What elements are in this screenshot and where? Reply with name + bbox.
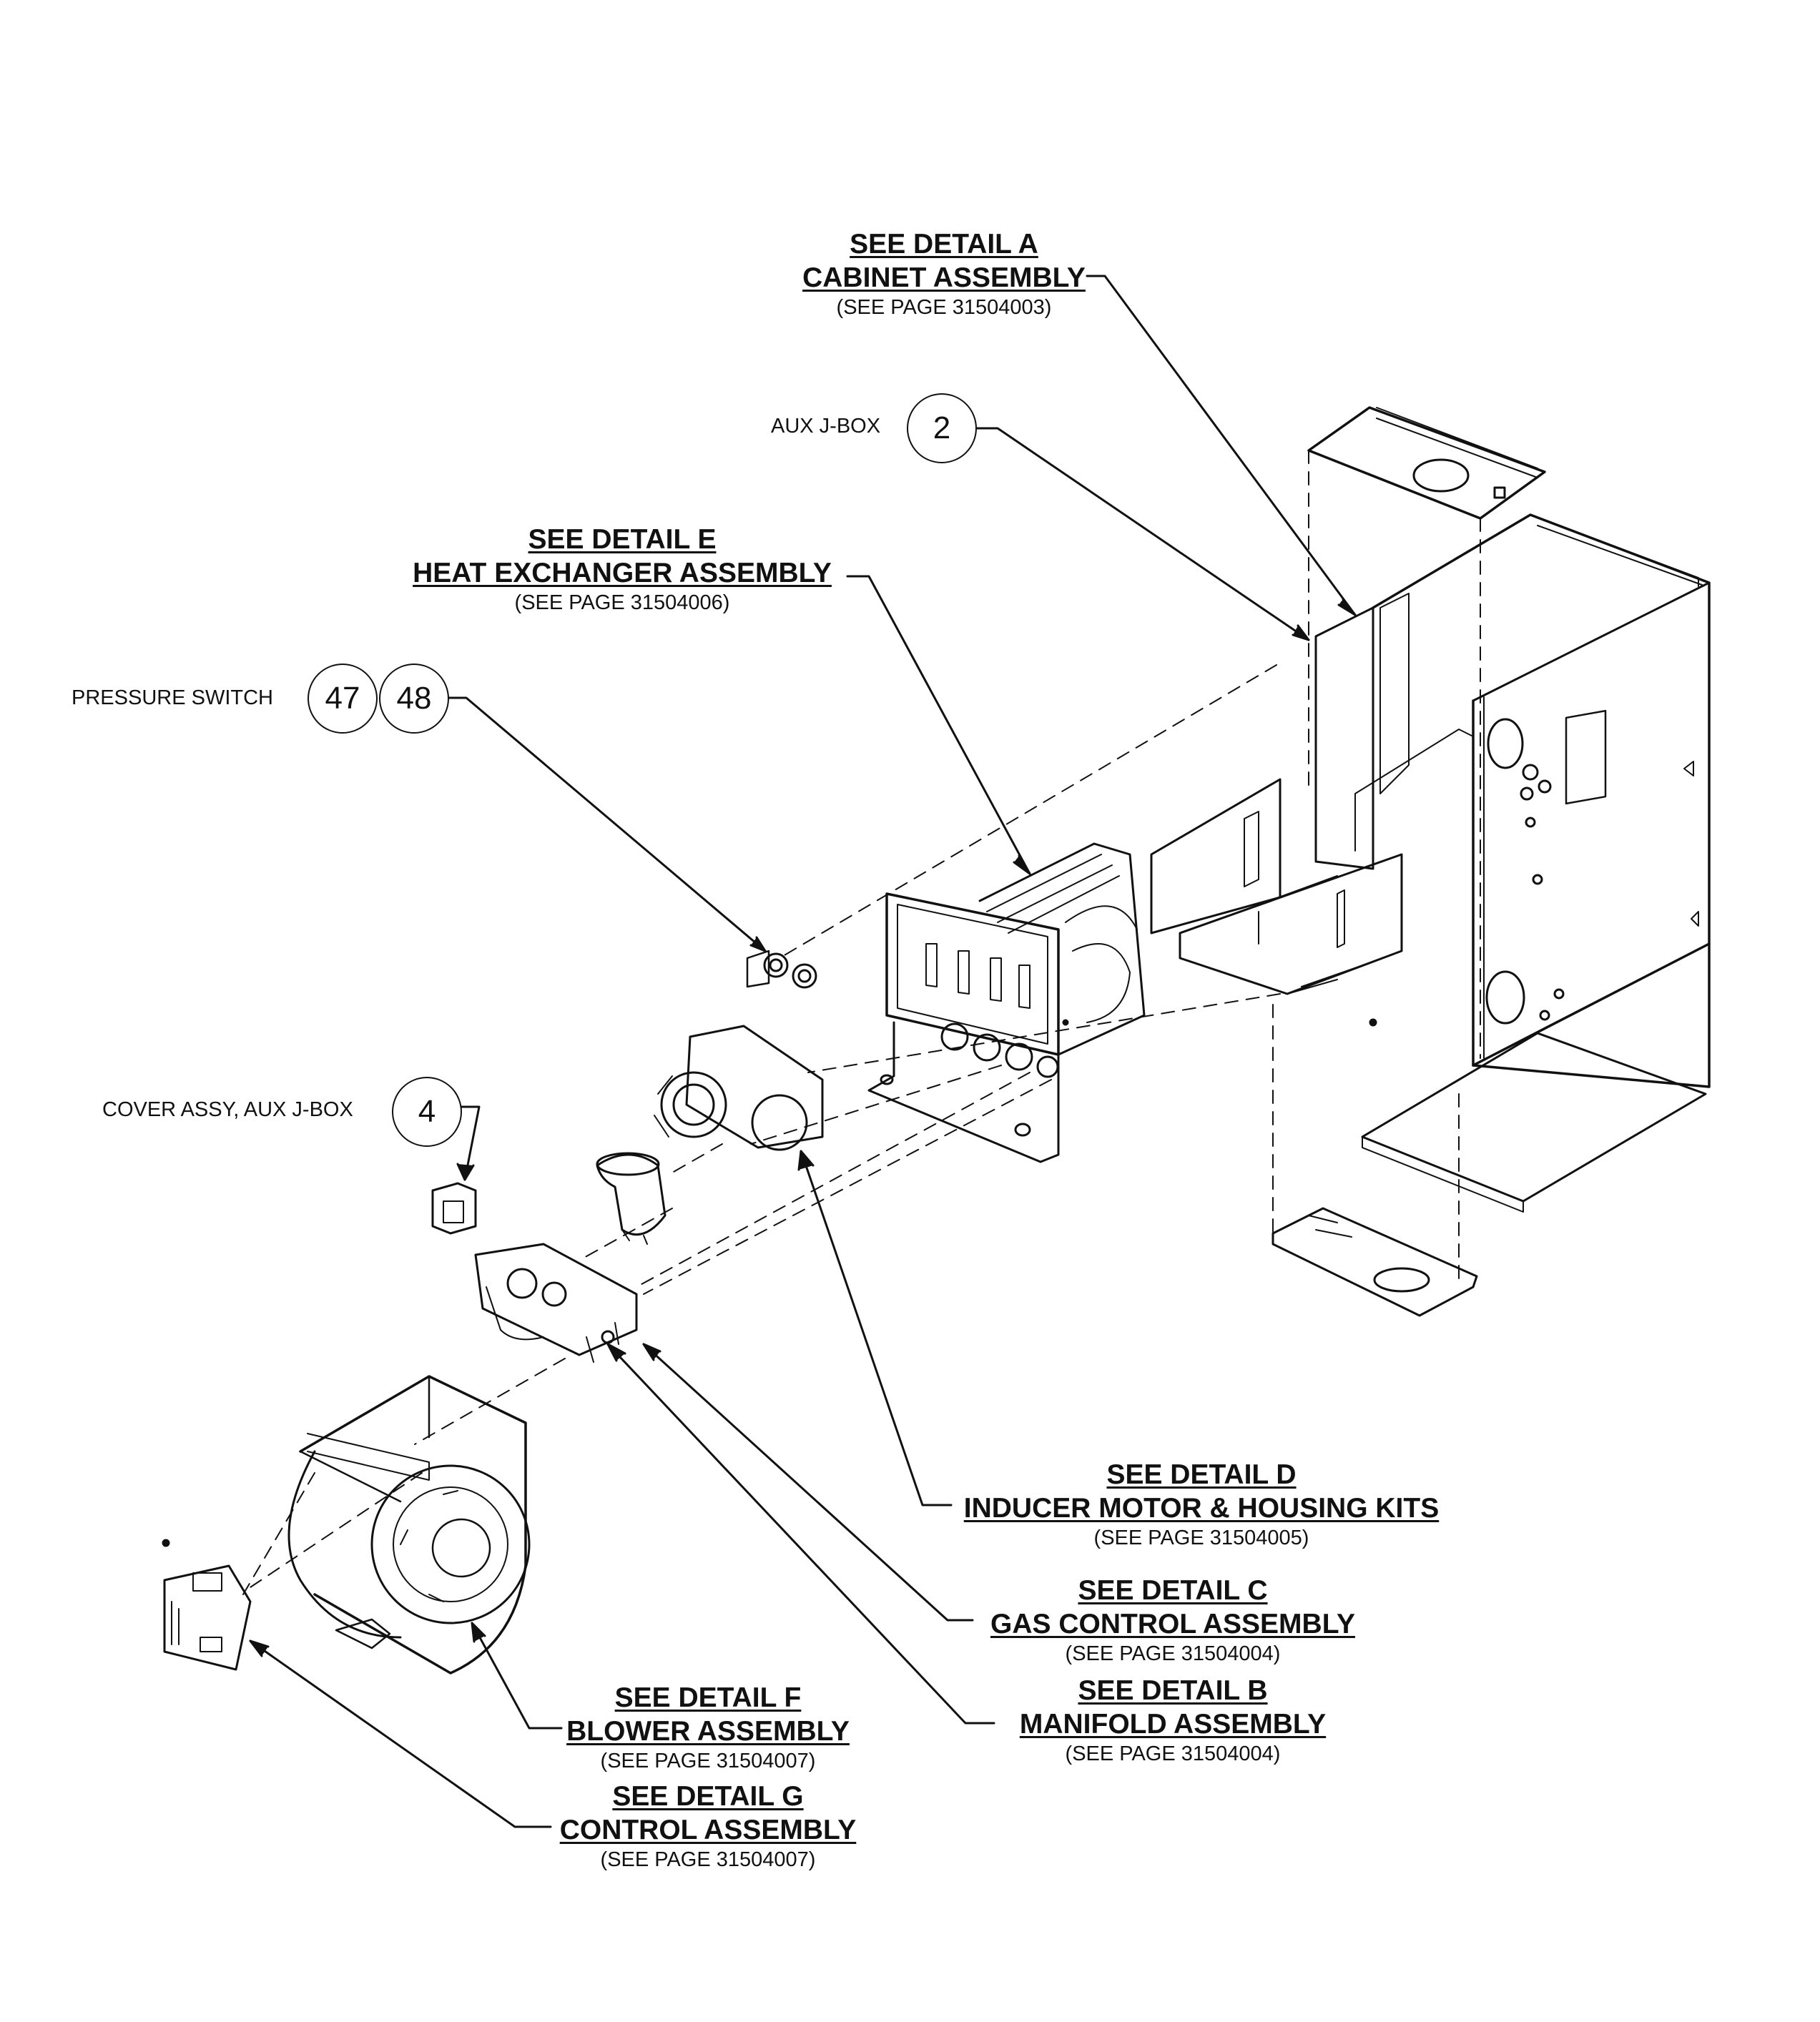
callout-detail-a-page: (SEE PAGE 31504003) xyxy=(836,296,1052,319)
callout-detail-e-page: (SEE PAGE 31504006) xyxy=(514,591,730,614)
callout-detail-c-title: SEE DETAIL C xyxy=(1078,1575,1268,1606)
callout-detail-d-name: INDUCER MOTOR & HOUSING KITS xyxy=(963,1493,1440,1524)
callout-detail-b-title: SEE DETAIL B xyxy=(1078,1675,1268,1706)
callout-detail-d-page: (SEE PAGE 31504005) xyxy=(1093,1527,1309,1549)
gas-control-drawing xyxy=(474,1243,638,1363)
control-board-drawing xyxy=(162,1539,252,1671)
jbox-cover-drawing xyxy=(431,1182,477,1235)
callout-detail-a: SEE DETAIL A CABINET ASSEMBLY (SEE PAGE … xyxy=(801,230,1087,318)
callout-detail-g-title: SEE DETAIL G xyxy=(612,1781,804,1812)
callout-detail-f-page: (SEE PAGE 31504007) xyxy=(600,1750,816,1772)
callout-detail-a-title: SEE DETAIL A xyxy=(850,229,1038,260)
callout-detail-f-name: BLOWER ASSEMBLY xyxy=(566,1716,850,1747)
callout-detail-b-name: MANIFOLD ASSEMBLY xyxy=(1019,1709,1327,1740)
callout-detail-a-name: CABINET ASSEMBLY xyxy=(802,262,1086,293)
pressure-switch-label: PRESSURE SWITCH xyxy=(72,686,273,709)
callout-detail-c-name: GAS CONTROL ASSEMBLY xyxy=(990,1609,1355,1639)
callout-detail-c-page: (SEE PAGE 31504004) xyxy=(1065,1642,1281,1665)
blower-drawing xyxy=(287,1375,531,1675)
heat-exchanger-drawing xyxy=(867,778,1403,1163)
part-number-48: 48 xyxy=(396,681,432,716)
leader-lines xyxy=(249,275,1357,1828)
callout-detail-e: SEE DETAIL E HEAT EXCHANGER ASSEMBLY (SE… xyxy=(408,526,837,613)
part-number-47: 47 xyxy=(325,681,360,716)
callout-detail-f: SEE DETAIL F BLOWER ASSEMBLY (SEE PAGE 3… xyxy=(558,1684,858,1772)
callout-detail-g-name: CONTROL ASSEMBLY xyxy=(559,1815,857,1845)
callout-detail-d-title: SEE DETAIL D xyxy=(1106,1459,1297,1490)
callout-detail-g-page: (SEE PAGE 31504007) xyxy=(600,1848,816,1871)
cover-assy-label: COVER ASSY, AUX J-BOX xyxy=(102,1098,353,1121)
callout-detail-d: SEE DETAIL D INDUCER MOTOR & HOUSING KIT… xyxy=(951,1461,1452,1549)
part-number-2: 2 xyxy=(933,410,951,445)
callout-detail-e-name: HEAT EXCHANGER ASSEMBLY xyxy=(413,558,832,588)
callout-detail-e-title: SEE DETAIL E xyxy=(528,524,717,555)
callout-detail-c: SEE DETAIL C GAS CONTROL ASSEMBLY (SEE P… xyxy=(980,1577,1366,1665)
part-number-bubble-4: 4 xyxy=(392,1077,462,1147)
part-number-bubble-48: 48 xyxy=(379,664,449,734)
part-number-4: 4 xyxy=(418,1094,436,1129)
callout-detail-b: SEE DETAIL B MANIFOLD ASSEMBLY (SEE PAGE… xyxy=(1008,1677,1337,1765)
aux-jbox-label: AUX J-BOX xyxy=(771,415,881,438)
part-number-bubble-2: 2 xyxy=(907,393,977,463)
callout-detail-b-page: (SEE PAGE 31504004) xyxy=(1065,1742,1281,1765)
part-number-bubble-47: 47 xyxy=(308,664,378,734)
alignment-lines xyxy=(242,450,1481,1595)
callout-detail-f-title: SEE DETAIL F xyxy=(614,1682,802,1713)
pressure-switch-drawing xyxy=(746,950,817,989)
cabinet-drawing xyxy=(1271,406,1711,1317)
inducer-drawing xyxy=(596,1025,824,1245)
callout-detail-g: SEE DETAIL G CONTROL ASSEMBLY (SEE PAGE … xyxy=(551,1782,865,1870)
